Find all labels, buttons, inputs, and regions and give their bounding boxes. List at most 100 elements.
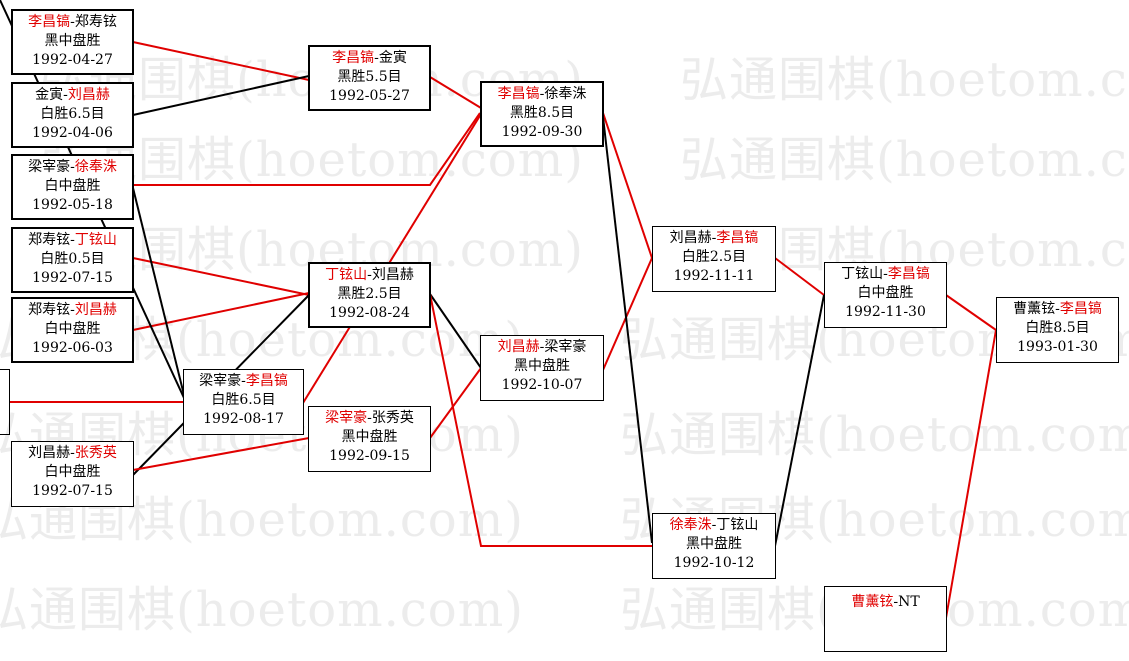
match-result: 黑胜8.5目 <box>509 105 575 121</box>
bracket-line <box>602 112 653 259</box>
player: 金寅 <box>35 87 64 103</box>
match-box[interactable]: 李昌镐-郑寿铉 黑中盘胜 1992-04-27 <box>11 9 134 75</box>
match-box[interactable]: 李昌镐-徐奉洙 黑胜8.5目 1992-09-30 <box>480 81 604 147</box>
player: 金寅 <box>378 50 407 66</box>
match-date: 1992-05-18 <box>32 197 113 213</box>
match-result: 黑胜5.5目 <box>337 69 402 85</box>
match-box[interactable]: 金寅-刘昌赫 白胜6.5目 1992-04-06 <box>11 82 134 148</box>
player-winner: 李昌镐 <box>332 50 375 66</box>
player-winner: 李昌镐 <box>497 86 540 102</box>
match-date: 1992-09-30 <box>501 124 583 140</box>
match-date: 1992-09-15 <box>329 448 410 464</box>
separator: - <box>1055 301 1060 317</box>
match-result: 黑中盘胜 <box>341 429 398 445</box>
match-result: 白胜0.5目 <box>40 251 105 267</box>
player: 刘昌赫 <box>28 445 71 461</box>
match-box[interactable]: 刘昌赫-梁宰豪 黑中盘胜 1992-10-07 <box>480 335 604 401</box>
match-box[interactable]: 郑寿铉-刘昌赫 白中盘胜 1992-06-03 <box>11 297 134 363</box>
match-date: 1992-04-27 <box>32 52 113 68</box>
bracket-line <box>132 75 310 116</box>
match-box[interactable]: 刘昌赫-张秀英 白中盘胜 1992-07-15 <box>11 441 134 507</box>
bracket-line <box>774 294 825 547</box>
bracket-line <box>602 257 653 371</box>
player: 刘昌赫 <box>669 230 712 246</box>
player-winner: 李昌镐 <box>245 373 288 389</box>
match-date: 1992-10-07 <box>501 377 583 393</box>
player: 梁宰豪 <box>544 339 587 355</box>
match-box[interactable]: 曹薰铉-李昌镐 白胜8.5目 1993-01-30 <box>996 297 1119 363</box>
bracket-line <box>132 292 310 331</box>
player-winner: 徐奉洙 <box>74 159 117 175</box>
player: 曹薰铉 <box>1013 301 1056 317</box>
bracket-line <box>132 257 310 296</box>
separator: - <box>70 445 75 461</box>
match-result: 黑胜2.5目 <box>337 286 402 302</box>
separator: - <box>539 339 545 355</box>
player: 丁铉山 <box>841 266 884 282</box>
player: 刘昌赫 <box>371 267 414 283</box>
match-date: 1992-07-15 <box>32 270 113 286</box>
player: 郑寿铉 <box>28 302 71 318</box>
match-result: 白中盘胜 <box>857 285 914 301</box>
bracket-line <box>132 187 185 396</box>
partial-match-box <box>0 369 10 435</box>
match-result: 黑中盘胜 <box>44 33 101 49</box>
match-date: 1992-11-11 <box>673 268 755 284</box>
player: 张秀英 <box>371 410 414 426</box>
bracket-line <box>132 41 310 81</box>
match-box[interactable]: 李昌镐-金寅 黑胜5.5目 1992-05-27 <box>308 45 431 111</box>
bracket-line <box>774 257 825 296</box>
match-date: 1992-06-03 <box>32 340 113 356</box>
match-box[interactable]: 梁宰豪-徐奉洙 白中盘胜 1992-05-18 <box>11 154 134 220</box>
player-winner: 梁宰豪 <box>325 410 368 426</box>
match-result: 白中盘胜 <box>44 464 101 480</box>
match-date: 1992-10-12 <box>673 555 755 571</box>
player-winner: 李昌镐 <box>716 230 759 246</box>
match-date: 1992-08-17 <box>203 411 284 427</box>
player-winner: 刘昌赫 <box>67 87 110 103</box>
separator: - <box>241 373 246 389</box>
match-result: 白中盘胜 <box>44 321 101 337</box>
match-box[interactable]: 丁铉山-刘昌赫 黑胜2.5目 1992-08-24 <box>308 262 431 328</box>
match-box[interactable]: 刘昌赫-李昌镐 白胜2.5目 1992-11-11 <box>652 226 776 292</box>
bracket-line <box>429 293 652 547</box>
match-box[interactable]: 曹薰铉-NT <box>824 586 947 652</box>
match-date: 1992-05-27 <box>329 88 410 104</box>
separator: - <box>70 302 75 318</box>
match-result: 白中盘胜 <box>44 178 101 194</box>
separator: - <box>374 50 379 66</box>
separator: - <box>883 266 888 282</box>
player: 梁宰豪 <box>199 373 242 389</box>
bracket-line <box>429 367 482 439</box>
player-winner: 丁铉山 <box>325 267 368 283</box>
match-box[interactable]: 郑寿铉-丁铉山 白胜0.5目 1992-07-15 <box>11 227 134 293</box>
player-winner: 李昌镐 <box>28 14 71 30</box>
player: 徐奉洙 <box>544 86 587 102</box>
match-box[interactable]: 丁铉山-李昌镐 白中盘胜 1992-11-30 <box>824 262 947 328</box>
player: 梁宰豪 <box>28 159 71 175</box>
match-result: 黑中盘胜 <box>686 536 742 552</box>
match-date: 1993-01-30 <box>1017 339 1098 355</box>
separator: - <box>539 86 545 102</box>
player: NT <box>898 594 920 610</box>
bracket-line <box>429 76 482 109</box>
match-result: 白胜6.5目 <box>211 392 276 408</box>
separator: - <box>367 410 372 426</box>
match-box[interactable]: 梁宰豪-李昌镐 白胜6.5目 1992-08-17 <box>183 369 304 435</box>
player-winner: 刘昌赫 <box>74 302 117 318</box>
player-winner: 刘昌赫 <box>497 339 540 355</box>
player-winner: 李昌镐 <box>887 266 930 282</box>
separator: - <box>70 232 75 248</box>
match-box[interactable]: 徐奉洙-丁铉山 黑中盘胜 1992-10-12 <box>652 513 776 579</box>
player: 丁铉山 <box>716 517 759 533</box>
separator: - <box>893 594 899 610</box>
match-date: 1992-07-15 <box>32 483 113 499</box>
separator: - <box>711 517 717 533</box>
player: 郑寿铉 <box>74 14 117 30</box>
match-box[interactable]: 梁宰豪-张秀英 黑中盘胜 1992-09-15 <box>308 406 431 472</box>
separator: - <box>367 267 372 283</box>
separator: - <box>70 14 75 30</box>
match-result: 黑中盘胜 <box>514 358 570 374</box>
match-result: 白胜8.5目 <box>1025 320 1090 336</box>
bracket-line <box>945 294 997 331</box>
